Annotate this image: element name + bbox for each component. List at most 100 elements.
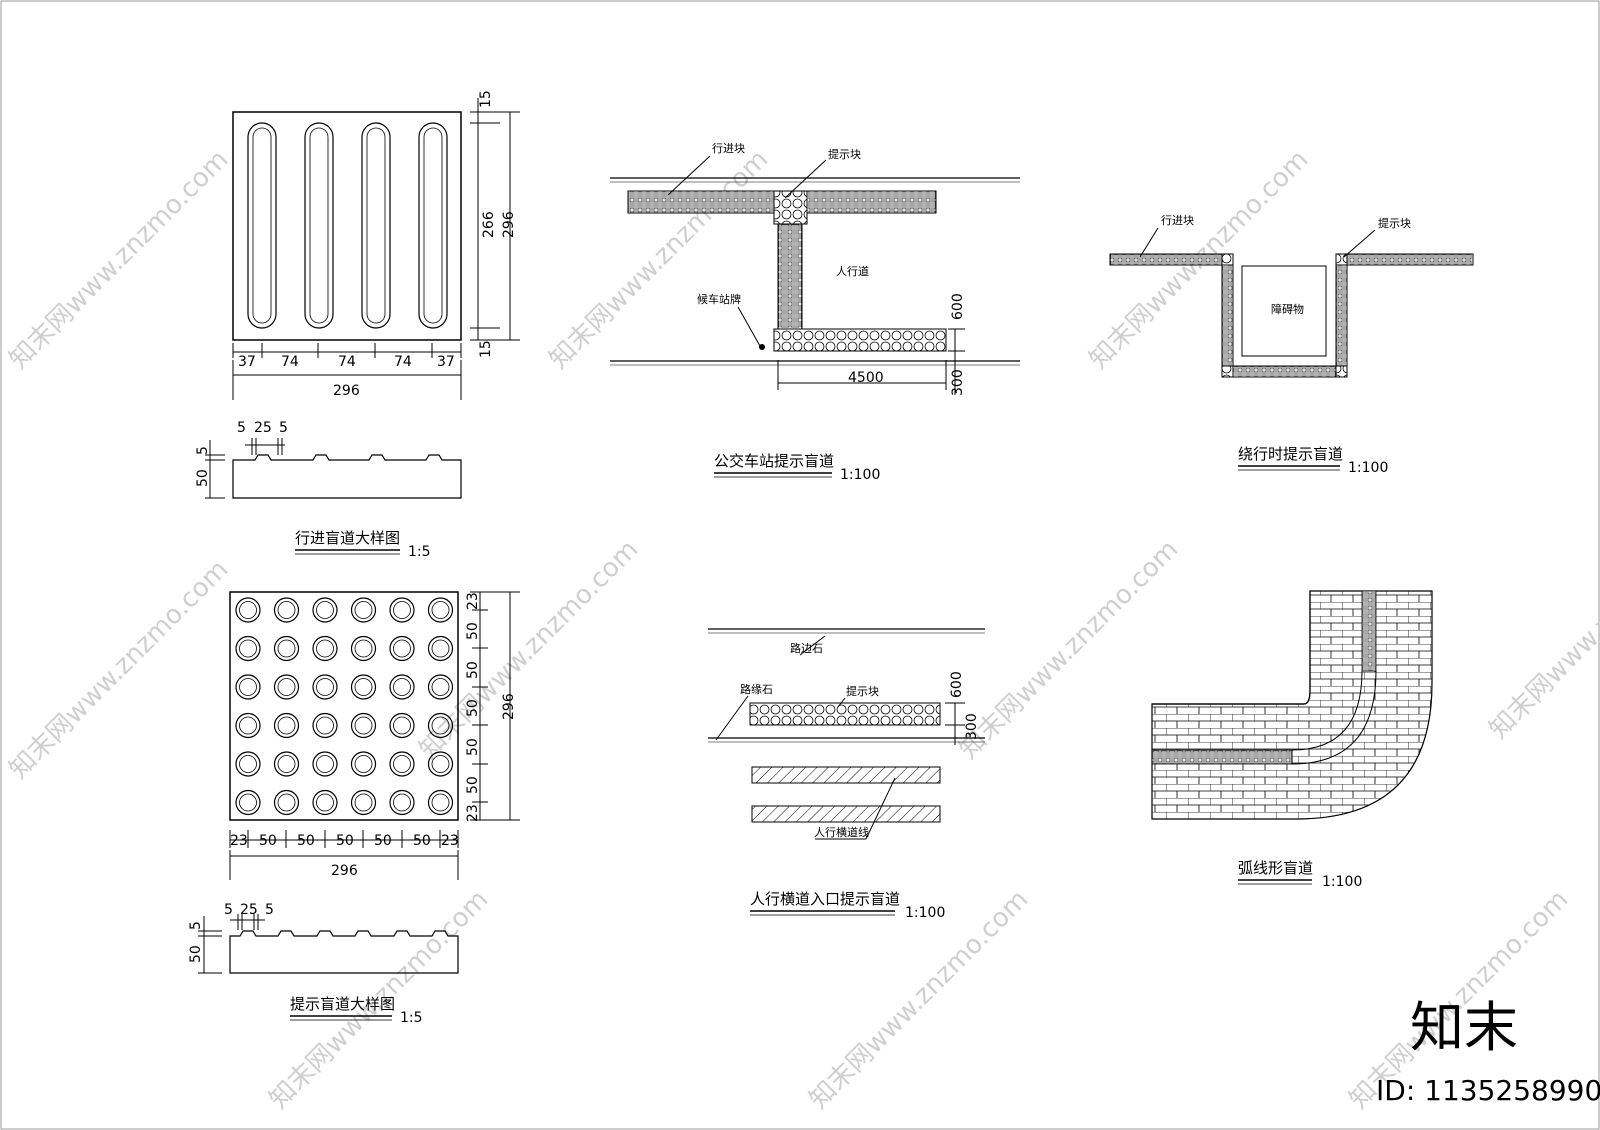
progress-tile-detail: 37 74 74 74 37 296 15 266 15 296 5 25 5 … — [195, 90, 520, 560]
dim-label: 296 — [501, 211, 517, 238]
dim-label: 37 — [437, 354, 455, 370]
warning-dot — [235, 789, 261, 816]
detour-plan: 障碍物 行进块 提示块 绕行时提示盲道 1:100 — [1109, 214, 1474, 476]
warning-dot — [350, 674, 377, 700]
warning-dot-inner — [393, 793, 411, 812]
dim-label: 50 — [465, 699, 481, 717]
label-progress-block: 行进块 — [712, 142, 745, 155]
warning-dot-inner — [316, 639, 334, 658]
warning-dot — [389, 712, 415, 739]
warning-dot — [235, 712, 261, 739]
warning-dot-inner — [316, 755, 334, 773]
dim-label: 50 — [465, 776, 481, 794]
arc-plan: 弧线形盲道 1:100 — [1151, 590, 1433, 890]
warning-dot — [389, 751, 415, 777]
warning-dot — [273, 789, 300, 816]
scale-label: 1:100 — [840, 467, 880, 483]
bus-stop-plan: 行进块 提示块 人行道 候车站牌 4500 600 300 公交车站提示盲道 1… — [610, 142, 1020, 483]
warning-dot — [427, 751, 454, 777]
warning-dot — [312, 635, 338, 662]
dim-label: 50 — [413, 833, 431, 849]
dim-label: 74 — [281, 354, 299, 370]
dim-label: 300 — [964, 713, 980, 740]
scale-label: 1:100 — [1348, 460, 1388, 476]
warning-dot — [427, 597, 454, 623]
dim-label: 5 — [237, 420, 246, 436]
warning-dot — [235, 751, 261, 777]
dim-label: 296 — [331, 863, 358, 879]
dim-label: 5 — [188, 921, 204, 930]
label-warning-block: 提示块 — [846, 685, 879, 698]
warning-dots — [235, 597, 454, 816]
warning-dot — [427, 789, 454, 816]
dim-label: 5 — [265, 902, 274, 918]
scale-label: 1:5 — [400, 1010, 423, 1026]
warning-dot-inner — [277, 755, 296, 773]
scale-label: 1:100 — [1322, 874, 1362, 890]
warning-dot-inner — [354, 639, 373, 658]
warning-dot — [312, 751, 338, 777]
warning-dot-inner — [431, 716, 450, 735]
brand-logo: 知末 — [1410, 996, 1518, 1059]
warning-dot — [350, 597, 377, 623]
dim-label: 23 — [230, 833, 248, 849]
dim-label: 50 — [465, 738, 481, 756]
bus-sign-marker — [759, 344, 765, 350]
warning-dot-inner — [431, 639, 450, 658]
image-id: ID: 1135258990 — [1376, 1074, 1600, 1107]
dim-label: 266 — [481, 211, 497, 238]
warning-dot — [350, 751, 377, 777]
warning-dot-inner — [277, 678, 296, 696]
dim-label: 50 — [336, 833, 354, 849]
dim-label: 50 — [465, 661, 481, 679]
warning-dot-inner — [354, 601, 373, 619]
diagram-title: 人行横道入口提示盲道 — [750, 890, 900, 908]
warning-dot-inner — [393, 639, 411, 658]
warning-dot-inner — [277, 639, 296, 658]
warning-dot-inner — [239, 793, 257, 812]
dim-label: 600 — [949, 671, 965, 698]
label-bus-sign: 候车站牌 — [697, 292, 741, 306]
warning-dot-inner — [316, 601, 334, 619]
warning-dot — [389, 674, 415, 700]
dim-label: 25 — [254, 420, 272, 436]
warning-dot — [350, 712, 377, 739]
warning-tile-detail: 23 50 50 50 50 50 23 296 23 50 50 50 50 … — [188, 591, 520, 1026]
warning-dot-inner — [277, 716, 296, 735]
warning-dot — [427, 674, 454, 700]
warning-dot-inner — [393, 716, 411, 735]
dim-label: 15 — [478, 340, 494, 358]
warning-dot-inner — [239, 716, 257, 735]
warning-dot — [389, 789, 415, 816]
label-sidewalk: 人行道 — [836, 264, 869, 278]
warning-dot-inner — [354, 678, 373, 696]
detail-title: 提示盲道大样图 — [290, 995, 395, 1013]
dim-label: 300 — [950, 369, 966, 396]
dim-label: 74 — [338, 354, 356, 370]
dim-label: 5 — [224, 902, 233, 918]
warning-dot — [312, 597, 338, 623]
warning-dot — [273, 751, 300, 777]
warning-dot — [312, 789, 338, 816]
warning-dot — [350, 635, 377, 662]
warning-dot-inner — [316, 793, 334, 812]
dim-label: 25 — [240, 902, 258, 918]
diagram-title: 绕行时提示盲道 — [1238, 445, 1343, 463]
warning-dot-inner — [431, 678, 450, 696]
dim-label: 23 — [441, 833, 459, 849]
warning-dot-inner — [354, 755, 373, 773]
label-warning-block: 提示块 — [828, 148, 861, 161]
label-edge-stone: 路缘石 — [740, 683, 773, 696]
warning-dot — [350, 789, 377, 816]
warning-dot — [427, 712, 454, 739]
dim-label: 50 — [465, 622, 481, 640]
warning-dot — [427, 635, 454, 662]
scale-label: 1:5 — [408, 544, 431, 560]
warning-dot — [235, 597, 261, 623]
warning-dot-inner — [431, 755, 450, 773]
warning-dot — [312, 674, 338, 700]
dim-label: 600 — [950, 293, 966, 320]
warning-dot-inner — [239, 678, 257, 696]
dim-label: 74 — [394, 354, 412, 370]
